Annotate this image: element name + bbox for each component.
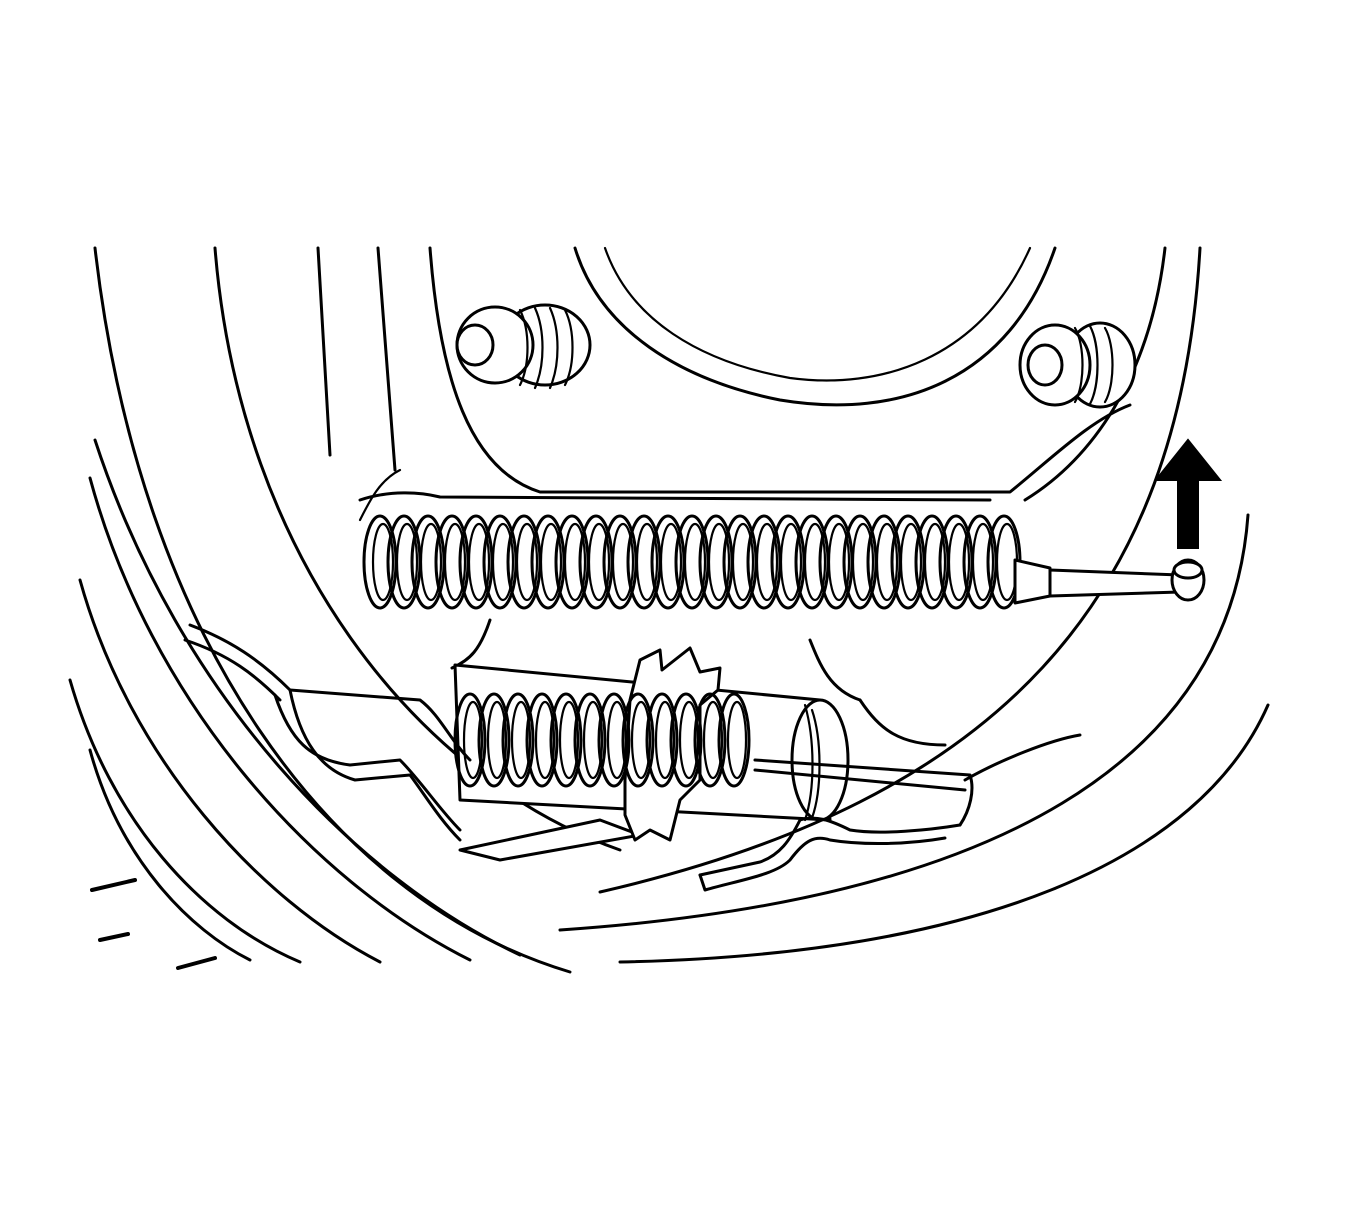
spring-coil-inner	[510, 700, 532, 780]
upper-return-spring	[362, 514, 1022, 610]
spring-coil-inner	[971, 522, 995, 602]
spring-coil-inner	[654, 700, 676, 780]
spring-coil-inner	[467, 522, 491, 602]
spring-coil	[501, 692, 535, 788]
spring-coil-inner	[486, 700, 508, 780]
arrow-up-icon	[1153, 438, 1223, 549]
spring-coil-inner	[443, 522, 467, 602]
wheel-stud-right	[1018, 321, 1137, 409]
spring-coil-inner	[851, 522, 875, 602]
spring-coil-inner	[630, 700, 652, 780]
spring-coil-inner	[827, 522, 851, 602]
spring-coil	[645, 692, 679, 788]
spring-coil	[573, 692, 607, 788]
spring-coil	[693, 692, 727, 788]
wire-linkage	[183, 623, 1082, 892]
spring-coil-inner	[582, 700, 604, 780]
spring-coil	[717, 692, 751, 788]
spring-coil-inner	[539, 522, 563, 602]
spring-coil-inner	[683, 522, 707, 602]
spring-coil-inner	[731, 522, 755, 602]
spring-coil-inner	[462, 700, 484, 780]
spring-coil-inner	[803, 522, 827, 602]
spring-coil-inner	[755, 522, 779, 602]
direction-arrow	[1153, 438, 1223, 549]
spring-coil-inner	[534, 700, 556, 780]
drum-arcs	[68, 246, 1270, 974]
spring-coil-inner	[899, 522, 923, 602]
spring-coil-inner	[563, 522, 587, 602]
spring-coil-inner	[371, 522, 395, 602]
spring-coil-inner	[558, 700, 580, 780]
spring-coil-inner	[419, 522, 443, 602]
spring-coil-inner	[606, 700, 628, 780]
spring-coil-inner	[659, 522, 683, 602]
spring-coil	[621, 692, 655, 788]
wheel-stud-left	[455, 303, 592, 390]
spring-coil	[525, 692, 559, 788]
spring-coil-inner	[678, 700, 700, 780]
spring-coil-inner	[875, 522, 899, 602]
spring-coil	[597, 692, 631, 788]
spring-coil-inner	[947, 522, 971, 602]
spring-coil-inner	[635, 522, 659, 602]
spring-coil-inner	[587, 522, 611, 602]
spring-coil-inner	[702, 700, 724, 780]
spring-coil-inner	[707, 522, 731, 602]
spring-coil-inner	[779, 522, 803, 602]
spring-coil-inner	[515, 522, 539, 602]
spring-coil-inner	[491, 522, 515, 602]
spring-coil-inner	[395, 522, 419, 602]
spring-coil	[477, 692, 511, 788]
spring-tool	[1013, 558, 1206, 605]
spring-coil-inner	[726, 700, 748, 780]
spring-coil	[549, 692, 583, 788]
spring-coil	[669, 692, 703, 788]
spring-coil-inner	[611, 522, 635, 602]
spring-coil-inner	[923, 522, 947, 602]
